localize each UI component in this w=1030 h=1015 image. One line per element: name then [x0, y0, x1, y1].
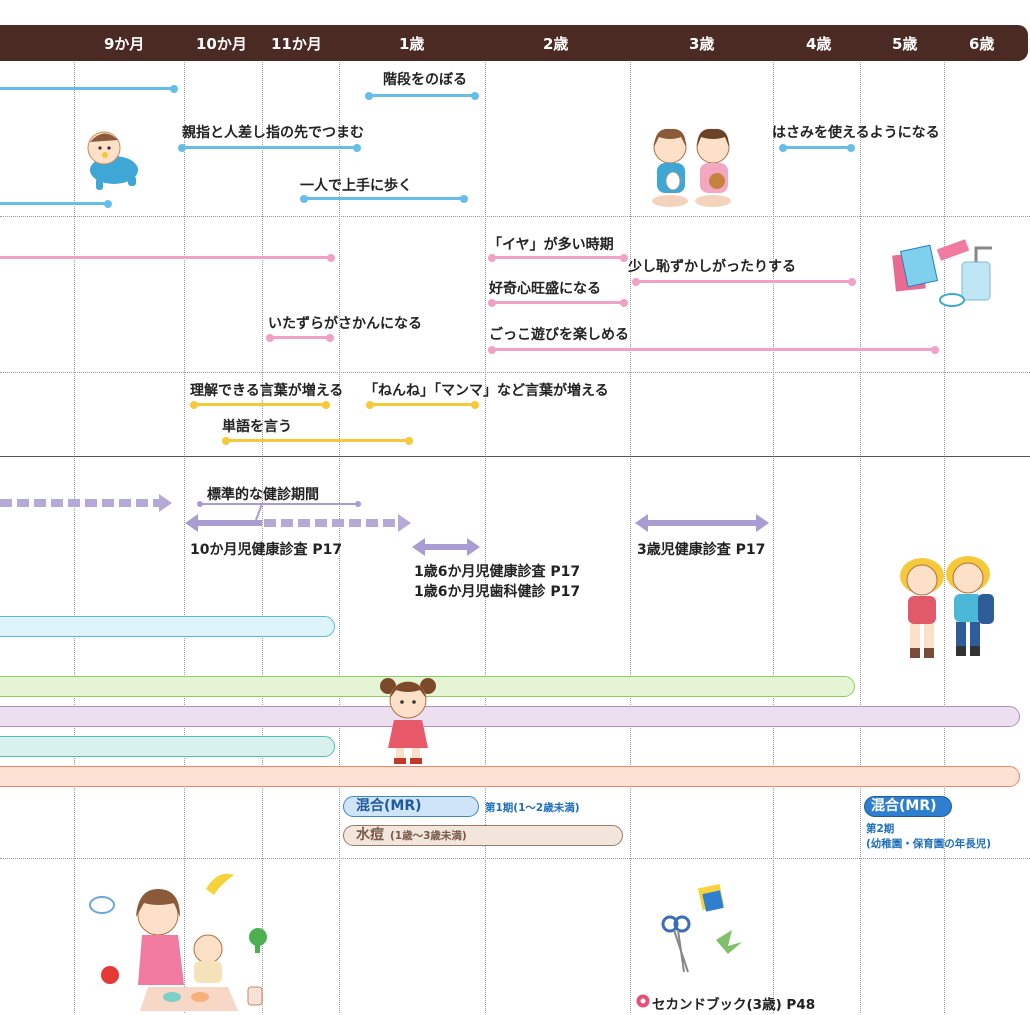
origami-scissors-illustration — [661, 883, 742, 973]
section-divider — [0, 858, 1030, 859]
vaccine-period-bar-orange — [0, 766, 1020, 787]
language-nenne-bar — [366, 400, 479, 409]
checkup-3y-bar — [647, 520, 757, 526]
age-label-10m: 10か月 — [196, 35, 247, 53]
standard-period-bracket — [197, 501, 361, 521]
emotion-curious-bar — [488, 298, 628, 307]
second-book-label: セカンドブック(3歳) P48 — [652, 997, 816, 1013]
motor-pinch-label: 親指と人差し指の先でつまむ — [182, 125, 364, 141]
grid-column-line — [630, 62, 631, 1013]
arrow-left-icon — [185, 514, 198, 532]
vaccine-period-bar-blue — [0, 616, 335, 637]
age-label-5y: 5歳 — [892, 35, 918, 53]
vaccine-mr2-stage: 第2期 — [866, 823, 895, 835]
grid-column-line — [944, 62, 945, 1013]
emotion-iya-bar — [488, 253, 628, 262]
vaccine-varicella-name: 水痘 — [356, 827, 384, 843]
vaccine-mr2-note: (幼稚園・保育園の年長児) — [866, 838, 992, 850]
vaccine-period-bar-purple — [0, 706, 1020, 727]
motor-walk-label: 一人で上手に歩く — [300, 178, 412, 194]
mother-feeding-baby-illustration — [89, 873, 267, 1011]
section-divider — [0, 216, 1030, 217]
checkup-3y-label: 3歳児健康診査 P17 — [637, 542, 766, 558]
language-words-label: 単語を言う — [222, 419, 292, 435]
motor-walk-bar — [300, 194, 468, 203]
emotion-pretend-label: ごっこ遊びを楽しめる — [489, 327, 629, 343]
emotion-mischief-label: いたずらがさかんになる — [268, 316, 422, 332]
standard-checkup-period-label: 標準的な健診期間 — [207, 487, 319, 503]
checkup-10m-label: 10か月児健康診査 P17 — [190, 542, 343, 558]
checkup-1y6m-bar — [424, 544, 468, 550]
grid-column-line — [773, 62, 774, 1013]
motor-scissors-label: はさみを使えるようになる — [772, 125, 940, 141]
motor-bar — [0, 199, 112, 208]
emotion-bar — [0, 253, 335, 262]
arrow-right-icon — [159, 494, 172, 512]
arrow-right-icon — [467, 538, 480, 556]
grid-column-line — [262, 62, 263, 1013]
motor-bar — [0, 84, 178, 93]
grid-column-line — [74, 62, 75, 1013]
checkup-10m-bar — [198, 520, 262, 526]
age-label-11m: 11か月 — [271, 35, 322, 53]
language-understand-label: 理解できる言葉が増える — [190, 383, 344, 399]
vaccine-varicella-pill: 水痘 (1歳〜3歳未満) — [343, 825, 623, 846]
vaccine-period-bar-teal — [0, 736, 335, 757]
language-understand-bar — [190, 400, 330, 409]
age-label-6y: 6歳 — [969, 35, 995, 53]
grid-column-line — [184, 62, 185, 1013]
vaccine-mr1-name: 混合(MR) — [356, 798, 422, 814]
checkup-10m-dashed — [264, 519, 398, 527]
grid-column-line — [860, 62, 861, 1013]
school-kids-illustration — [900, 556, 994, 658]
vaccine-mr2-pill: 混合(MR) — [864, 796, 952, 817]
toddler-girl-illustration — [380, 678, 436, 764]
age-label-3y: 3歳 — [689, 35, 715, 53]
emotion-pretend-bar — [488, 345, 939, 354]
emotion-curious-label: 好奇心旺盛になる — [489, 281, 601, 297]
grid-column-line — [339, 62, 340, 1013]
arrow-left-icon — [635, 514, 648, 532]
age-header-bar — [0, 25, 1028, 61]
language-nenne-label: 「ねんね」「マンマ」など言葉が増える — [364, 383, 609, 399]
language-words-bar — [222, 436, 413, 445]
vaccine-varicella-note: (1歳〜3歳未満) — [390, 830, 467, 842]
arrow-right-icon — [756, 514, 769, 532]
age-label-4y: 4歳 — [806, 35, 832, 53]
crawling-baby-illustration — [87, 131, 138, 190]
vaccine-mr2-name: 混合(MR) — [871, 798, 937, 814]
motor-stairs-bar — [365, 91, 479, 100]
section-divider — [0, 372, 1030, 373]
grid-column-line — [485, 62, 486, 1013]
motor-stairs-label: 階段をのぼる — [383, 72, 467, 88]
section-divider-solid — [0, 456, 1030, 457]
emotion-shy-label: 少し恥ずかしがったりする — [628, 259, 796, 275]
kids-with-toys-illustration — [652, 128, 731, 207]
checkup-1y6m-label: 1歳6か月児健康診査 P17 — [414, 564, 581, 580]
arrow-left-icon — [412, 538, 425, 556]
checkup-1y6m-dental-label: 1歳6か月児歯科健診 P17 — [414, 584, 581, 600]
vaccine-mr1-pill: 混合(MR) — [343, 796, 479, 817]
emotion-shy-bar — [632, 277, 856, 286]
school-supplies-illustration — [892, 239, 992, 307]
flower-icon — [636, 994, 650, 1008]
emotion-iya-label: 「イヤ」が多い時期 — [488, 237, 614, 253]
motor-scissors-bar — [779, 143, 855, 152]
age-label-1y: 1歳 — [399, 35, 425, 53]
checkup-period-dashed — [0, 499, 160, 507]
age-label-2y: 2歳 — [543, 35, 569, 53]
arrow-right-icon — [398, 514, 411, 532]
emotion-mischief-bar — [266, 333, 334, 342]
age-label-9m: 9か月 — [104, 35, 145, 53]
vaccine-mr1-note: 第1期(1〜2歳未満) — [485, 802, 580, 814]
motor-pinch-bar — [178, 143, 361, 152]
